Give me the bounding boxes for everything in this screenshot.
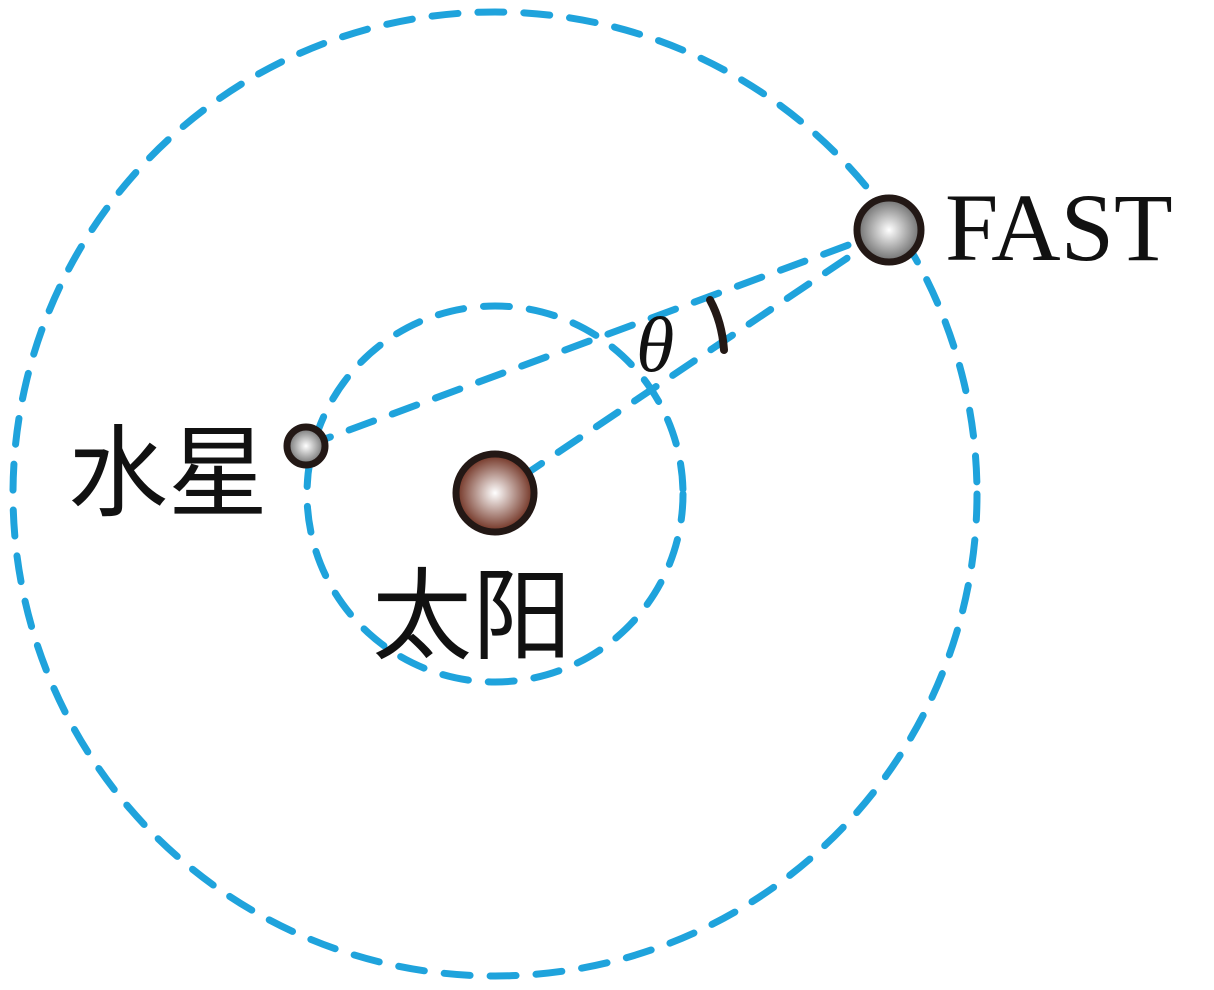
mercury-label: 水星: [68, 415, 268, 532]
fast-telescope: [853, 194, 925, 266]
sun-fast-line: [516, 226, 893, 482]
mercury: [283, 423, 329, 469]
mercury-fast-line: [302, 226, 893, 450]
angle-arc: [706, 296, 728, 354]
angle-theta-label: θ: [636, 301, 675, 388]
fast-label: FAST: [945, 174, 1173, 281]
fast-orbit: [9, 8, 981, 980]
sun-label: 太阳: [372, 558, 572, 675]
mercury-orbit: [303, 302, 687, 686]
sun: [452, 450, 538, 536]
